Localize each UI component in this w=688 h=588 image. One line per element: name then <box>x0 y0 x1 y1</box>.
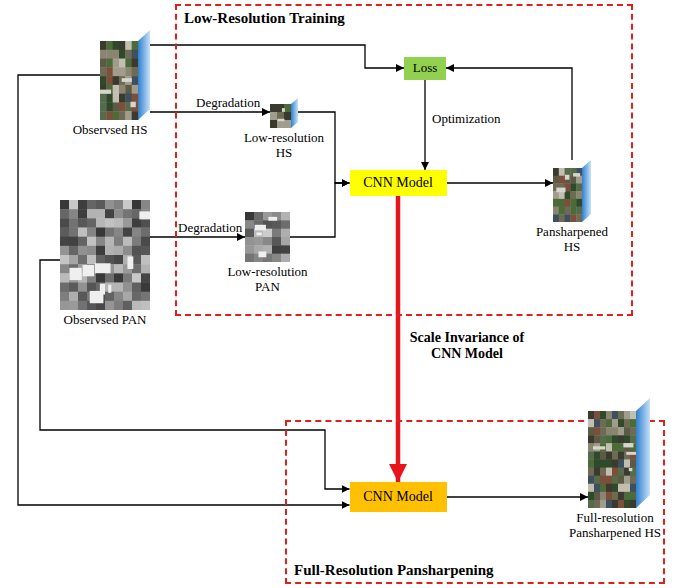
connector-arrow <box>298 112 350 183</box>
hs-image: Observsed HS <box>100 30 150 120</box>
image-pan <box>60 200 150 310</box>
connector-arrow <box>447 182 554 183</box>
image-caption: Observsed HS <box>55 123 165 138</box>
connector-arrow <box>40 260 350 489</box>
connector-arrow <box>150 45 404 68</box>
model-box: CNN Model <box>350 482 447 512</box>
edge-label: Degradation <box>178 221 244 236</box>
edge-label: Optimization <box>432 112 512 127</box>
pan-image: Low-resolution PAN <box>245 212 290 262</box>
hs-image: Low-resolution HS <box>270 98 298 128</box>
model-box: CNN Model <box>350 170 447 196</box>
connector-arrow <box>150 111 270 112</box>
image-caption: Observsed PAN <box>50 313 160 328</box>
box-label: CNN Model <box>363 489 433 505</box>
box-label: Loss <box>413 61 438 76</box>
scale-arrow <box>396 196 401 482</box>
connector-arrow <box>447 496 589 497</box>
image-caption: Full-resolution Pansharpened HS <box>567 511 663 541</box>
edge-label: Degradation <box>196 96 268 111</box>
image-cube <box>270 98 298 128</box>
image-cube <box>100 30 150 120</box>
box-label: CNN Model <box>363 175 433 191</box>
connector-arrow <box>424 80 425 171</box>
connector-arrow <box>18 75 350 505</box>
dashed-region: Full-Resolution Pansharpening CNN ModelFu… <box>285 420 665 584</box>
connector-arrow <box>290 183 350 237</box>
loss-box: Loss <box>404 57 446 80</box>
region-title: Low-Resolution Training <box>184 10 345 27</box>
image-caption: Pansharpened HS <box>530 225 614 255</box>
hs-image: Full-resolution Pansharpened HS <box>588 398 650 508</box>
pan-image: Observsed PAN <box>60 200 150 310</box>
image-cube <box>553 160 591 222</box>
edge-label: Scale Invariance of CNN Model <box>408 330 526 362</box>
hs-image: Pansharpened HS <box>553 160 591 222</box>
image-pan <box>245 212 290 262</box>
dashed-region: Low-Resolution TrainingLossLow-resolutio… <box>175 4 633 316</box>
image-caption: Low-resolution PAN <box>223 265 313 295</box>
image-cube <box>588 398 650 508</box>
image-caption: Low-resolution HS <box>239 131 329 161</box>
connector-arrow <box>150 236 245 237</box>
region-title: Full-Resolution Pansharpening <box>294 562 494 579</box>
